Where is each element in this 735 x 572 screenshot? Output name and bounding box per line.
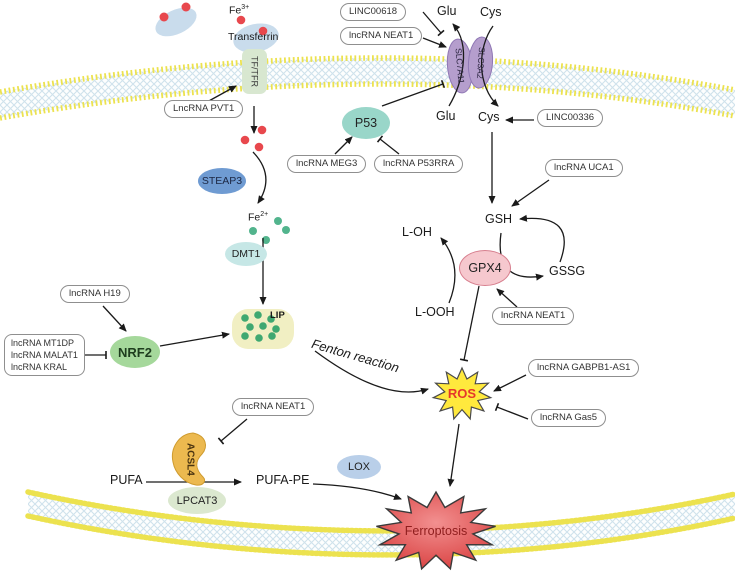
acsl4-bean [171,432,206,486]
arrow-pvt1-to-tftfr [206,85,237,103]
pill-lncrna-neat1-acsl4: lncRNA NEAT1 [232,398,315,416]
pill-lncrna-gabpb1-as1: lncRNA GABPB1-AS1 [528,359,640,377]
arrow-pufape-to-ferroptosis [312,483,402,500]
l-ooh-label: L-OOH [415,305,455,319]
tbar-p53-to-slc7a11 [381,79,446,107]
iron3-dot [257,125,267,135]
tbar-gpx4-to-ros [459,285,480,362]
cys-bottom-label: Cys [478,110,500,124]
iron3-dot [181,2,191,12]
gsh-label: GSH [485,212,513,226]
ferroptosis-starburst [376,490,496,571]
arrow-h19-to-nrf2 [102,305,127,332]
cys-top-label: Cys [480,5,502,19]
pill-lncrna-h19: lncRNA H19 [60,285,130,303]
arrow-looh-to-loh [440,237,456,304]
ros-starburst [431,366,493,421]
pufa-pe-label: PUFA-PE [256,473,310,487]
ferroptosis-label: Ferroptosis [404,524,468,538]
ros-label: ROS [447,386,477,401]
slc3a2-transporter [467,36,494,89]
node-lox: LOX [337,455,381,479]
tbar-neat1-to-acsl4 [217,418,248,445]
lncrna-malat1-label: lncRNA MALAT1 [11,350,78,361]
acsl4-label: ACSL4 [184,442,196,476]
arrow-gssg-to-gsh [519,214,565,263]
pill-lncrna-uca1: lncRNA UCA1 [545,159,623,177]
connectors [83,11,565,500]
arrow-neat1-to-gpx4 [496,288,518,308]
l-oh-label: L-OH [402,225,432,239]
box-lncrna-group: lncRNA MT1DP lncRNA MALAT1 lncRNA KRAL [4,334,85,377]
node-gpx4: GPX4 [459,250,511,286]
lncrna-mt1dp-label: lncRNA MT1DP [11,338,75,348]
transferrin-label: Transferrin [228,31,279,43]
pill-linc00336: LINC00336 [537,109,604,127]
iron2-dot [249,227,257,235]
pill-lncrna-neat1-gpx4: lncRNA NEAT1 [492,307,575,325]
pufa-label: PUFA [110,473,143,487]
iron2-dot [282,226,290,234]
iron3-dot [159,12,169,22]
arrow-fenton-lip-to-ros [314,350,429,395]
fe3-label: Fe3+ [229,4,250,17]
lip-label: LIP [270,310,285,321]
transferrin-blob [233,23,279,53]
pill-lncrna-neat1-top: lncRNA NEAT1 [340,27,423,45]
iron3-dot [240,135,250,145]
node-dmt1: DMT1 [225,242,267,266]
node-lpcat3: LPCAT3 [168,487,226,514]
node-nrf2: NRF2 [110,336,160,368]
node-steap3: STEAP3 [198,168,246,194]
iron2-dot [262,236,270,244]
lncrna-kral-label: lncRNA KRAL [11,362,68,373]
node-p53: P53 [342,107,390,139]
arrow-gabpb1-to-ros [493,374,527,392]
top-cell-membrane [0,55,735,121]
arrow-glu-export [448,23,465,107]
pill-lncrna-pvt1: LncRNA PVT1 [164,100,244,118]
gssg-label: GSSG [549,264,586,278]
tf-tfr-label: TF/TFR [249,56,260,87]
iron3-dot [258,26,268,36]
arrow-steap3-reduction [252,151,267,204]
iron3-dot [254,142,264,152]
free-transferrin-blob [155,7,197,37]
tbar-linc00618-to-slc7a11 [422,11,445,37]
iron2-dot [274,217,282,225]
node-tf-tfr [242,49,267,94]
pill-linc00618: LINC00618 [340,3,407,21]
arrow-uca1-to-gsh [511,179,550,207]
tbar-gas5-to-ros [494,402,529,420]
fe2-label: Fe2+ [248,211,269,224]
pill-lncrna-p53rra: lncRNA P53RRA [374,155,464,173]
arrow-meg3-to-p53 [334,136,353,155]
bottom-cell-membrane [25,489,735,558]
arrow-nrf2-to-lip [159,331,230,347]
arrow-neat1-to-slc7a11 [422,37,447,48]
pill-lncrna-meg3: lncRNA MEG3 [287,155,367,173]
arrow-cys-import [480,25,499,107]
labile-iron-pool-blob [232,309,294,349]
glu-bottom-label: Glu [436,109,456,123]
arrow-ros-to-ferroptosis [447,423,460,487]
pill-lncrna-gas5: lncRNA Gas5 [531,409,607,427]
iron3-dot [236,15,246,25]
tbar-p53rra-to-p53 [376,135,400,155]
glu-top-label: Glu [437,4,457,18]
